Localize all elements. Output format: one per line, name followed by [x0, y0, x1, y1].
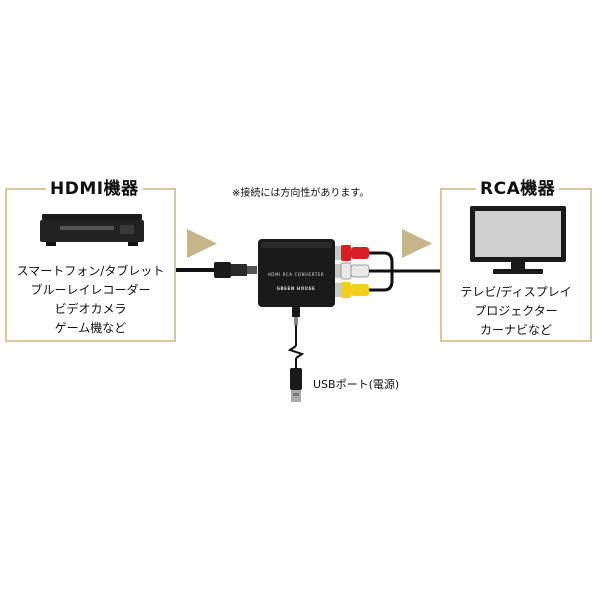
rca-plug-yellow — [335, 282, 384, 298]
direction-arrow-icon — [402, 229, 432, 258]
hdmi-device-item: ビデオカメラ — [54, 302, 127, 316]
hdmi-cable — [176, 262, 257, 278]
converter-device: HDMI RCA CONVERTER GREEN HOUSE — [258, 239, 335, 307]
rca-device-list: テレビ/ディスプレイ プロジェクター カーナビなど — [442, 283, 590, 340]
hdmi-device-list: スマートフォン/タブレット ブルーレイレコーダー ビデオカメラ ゲーム機など — [7, 262, 174, 338]
rca-device-item: プロジェクター — [474, 304, 558, 318]
rca-cable — [383, 251, 440, 292]
rca-device-item: テレビ/ディスプレイ — [460, 285, 572, 299]
converter-model-text: HDMI RCA CONVERTER — [268, 272, 325, 277]
rca-plug-red — [335, 245, 384, 261]
usb-port-label: USBポート(電源) — [313, 378, 400, 391]
hdmi-device-item: ゲーム機など — [54, 321, 127, 335]
usb-cable — [287, 307, 305, 368]
rca-device-item: カーナビなど — [479, 323, 552, 337]
rca-box-title: RCA機器 — [476, 179, 560, 199]
hdmi-device-item: スマートフォン/タブレット — [16, 264, 165, 278]
hdmi-device-item: ブルーレイレコーダー — [30, 283, 151, 297]
bluray-recorder-icon — [40, 214, 144, 246]
rca-plug-white — [335, 262, 384, 280]
converter-brand-text: GREEN HOUSE — [277, 286, 316, 291]
television-icon — [470, 206, 566, 274]
usb-plug-icon — [290, 368, 302, 402]
direction-arrow-icon — [187, 229, 217, 258]
direction-note: ※接続には方向性があります。 — [232, 188, 370, 199]
hdmi-box-title: HDMI機器 — [46, 179, 143, 199]
hdmi-device-box: HDMI機器 スマートフォン/タブレット ブルーレイレコーダー ビデオカメラ ゲ… — [5, 179, 176, 342]
